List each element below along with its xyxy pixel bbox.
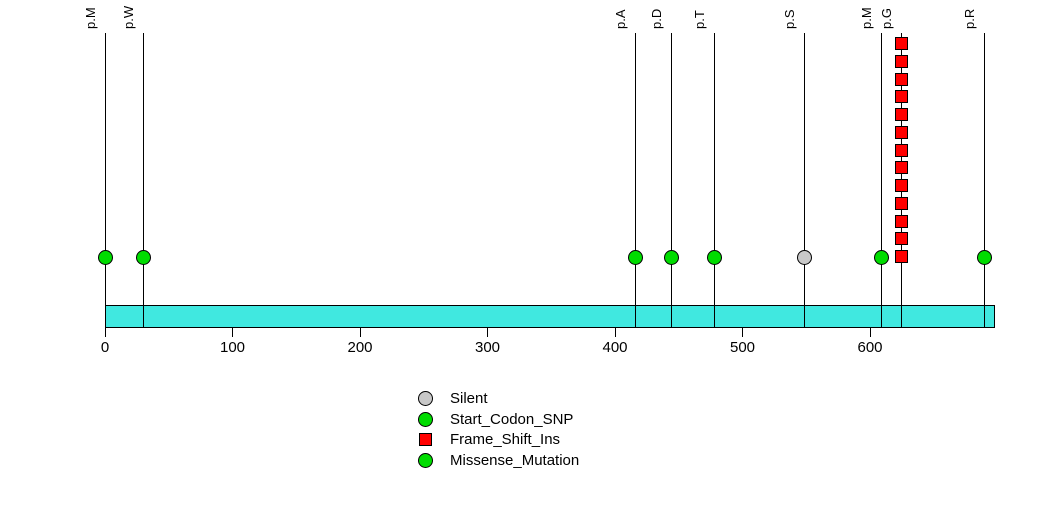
mutation-marker-square — [895, 37, 909, 50]
axis-tick — [104, 328, 106, 337]
mutation-label: p.M — [858, 7, 874, 29]
mutation-label: p.S — [782, 9, 798, 29]
legend-label: Silent — [450, 390, 488, 407]
mutation-marker-square — [895, 108, 909, 121]
axis-tick — [614, 328, 616, 337]
legend-label: Start_Codon_SNP — [450, 410, 574, 428]
lollipop-stem — [670, 33, 672, 328]
axis-tick — [487, 328, 488, 337]
mutation-marker-square — [895, 179, 909, 192]
axis-tick — [359, 328, 361, 337]
mutation-label: p.R — [962, 8, 978, 29]
mutation-marker-circle — [97, 250, 113, 265]
mutation-marker-circle — [977, 250, 993, 265]
mutation-marker-square — [895, 232, 909, 246]
mutation-marker-circle — [135, 250, 151, 265]
lollipop-stem — [804, 33, 806, 328]
mutation-marker-square — [895, 161, 909, 175]
legend-circle-swatch — [418, 411, 433, 427]
mutation-marker-circle — [873, 250, 889, 265]
mutation-label: p.G — [879, 8, 895, 29]
axis-tick-label: 100 — [219, 339, 246, 356]
mutation-marker-circle — [627, 250, 643, 265]
legend-circle-swatch — [418, 452, 433, 468]
axis-tick-label: 200 — [347, 339, 373, 356]
mutation-label: p.D — [648, 8, 664, 29]
lollipop-stem — [634, 33, 636, 328]
axis-tick-label: 500 — [729, 339, 756, 356]
axis-tick-label: 400 — [602, 339, 628, 356]
mutation-marker-square — [895, 250, 909, 263]
mutation-marker-circle — [706, 250, 722, 265]
mutation-marker-circle — [663, 250, 679, 265]
axis-tick-label: 300 — [474, 339, 501, 356]
axis-tick — [232, 328, 233, 337]
axis-tick-label: 600 — [857, 339, 883, 356]
mutation-label: p.T — [691, 10, 707, 29]
legend-label: Missense_Mutation — [450, 451, 580, 469]
legend-circle-swatch — [418, 391, 433, 406]
mutation-marker-square — [895, 143, 909, 157]
mutation-marker-circle — [797, 250, 813, 265]
mutation-label: p.A — [612, 9, 628, 29]
legend-label: Frame_Shift_Ins — [450, 431, 561, 448]
mutation-marker-square — [895, 54, 909, 68]
axis-tick — [869, 328, 871, 337]
lollipop-stem — [984, 33, 986, 328]
mutation-marker-square — [895, 72, 909, 86]
mutation-label: p.W — [120, 5, 136, 29]
lollipop-stem — [713, 33, 715, 328]
mutation-marker-square — [895, 90, 909, 104]
mutation-marker-square — [895, 125, 909, 139]
lollipop-stem — [142, 33, 144, 328]
axis-tick — [742, 328, 743, 337]
mutation-marker-square — [895, 196, 909, 210]
legend-square-swatch — [419, 433, 432, 446]
lollipop-stem — [880, 33, 882, 328]
protein-bar — [105, 305, 995, 328]
mutation-marker-square — [895, 214, 909, 228]
mutation-label: p.M — [82, 7, 98, 29]
lollipop-stem — [104, 33, 106, 328]
axis-tick-label: 0 — [100, 339, 110, 356]
